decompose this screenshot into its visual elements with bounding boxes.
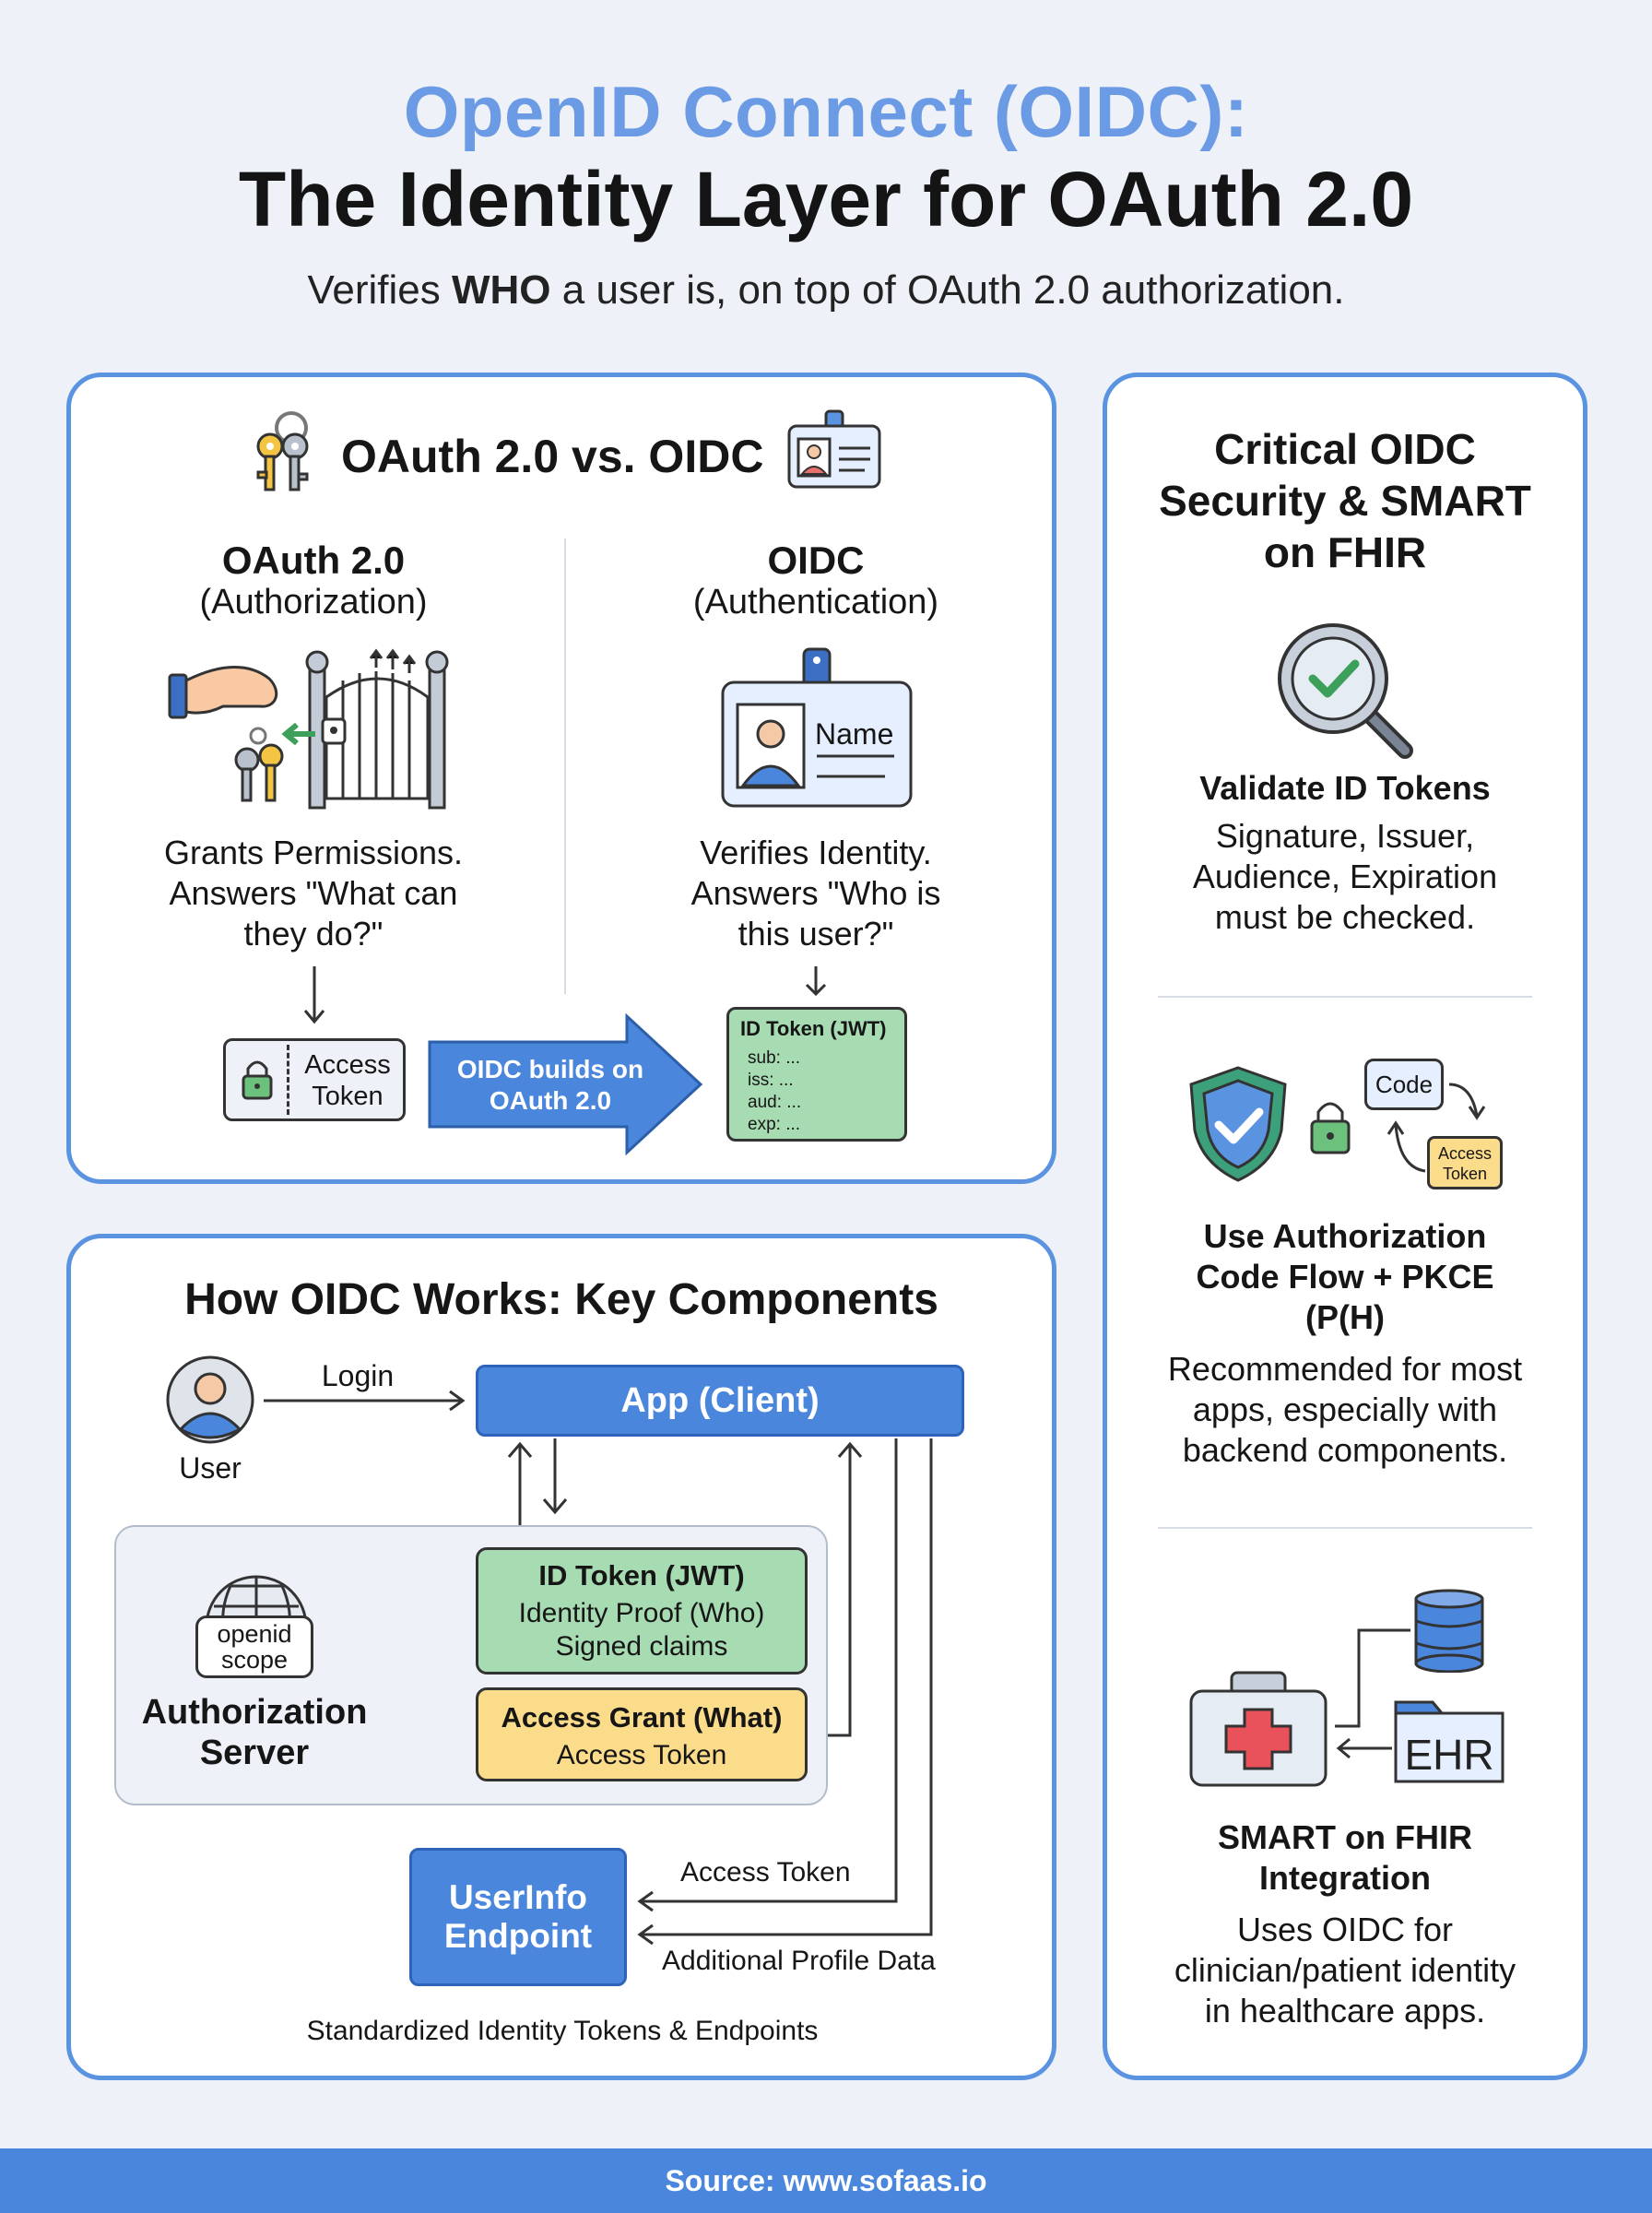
access-grant-desc: Access Token (556, 1740, 727, 1770)
security-item-title: Use Authorization (1203, 1217, 1487, 1255)
database-icon (1414, 1589, 1484, 1673)
lock-icon (1310, 1102, 1351, 1154)
subtitle: Verifies WHO a user is, on top of OAuth … (307, 267, 1345, 313)
oidc-down-arrow (805, 966, 827, 997)
access-token-flow-label: Access Token (680, 1857, 851, 1888)
badge-name-label: Name (815, 717, 894, 751)
userinfo-line-1: UserInfo (448, 1878, 588, 1916)
jwt-claim: iss: ... (748, 1071, 794, 1090)
kit-connectors (1335, 1628, 1410, 1759)
globe-icon (205, 1575, 308, 1627)
builds-on-line-1: OIDC builds on (456, 1055, 644, 1083)
access-grant-title: Access Grant (What) (501, 1701, 783, 1734)
app-client-label: App (Client) (620, 1380, 820, 1420)
security-item-title: Code Flow + PKCE (1196, 1258, 1494, 1296)
scope-line-2: scope (220, 1646, 289, 1674)
security-title-3: on FHIR (1263, 528, 1427, 576)
security-title-1: Critical OIDC (1214, 425, 1476, 473)
access-chip-line-1: Access (1437, 1144, 1493, 1163)
oidc-desc-2: Answers "Who is (690, 874, 941, 912)
lock-icon (242, 1060, 273, 1100)
code-chip: Code (1364, 1059, 1444, 1110)
id-token-desc-1: Identity Proof (Who) (518, 1598, 765, 1628)
userinfo-line-2: Endpoint (443, 1917, 593, 1955)
id-token-desc-2: Signed claims (555, 1631, 728, 1662)
oidc-heading: OIDC (767, 538, 865, 582)
security-item-desc: clinician/patient identity (1174, 1951, 1516, 1989)
id-badge-large-icon (721, 647, 913, 808)
keys-icon (256, 411, 309, 491)
cycle-arrows-icon (1386, 1083, 1486, 1173)
access-token-chip: Access Token (1427, 1136, 1503, 1189)
oauth-desc-3: they do?" (243, 915, 384, 953)
access-grant-box: Access Grant (What) Access Token (476, 1687, 808, 1781)
oauth-down-arrow (303, 966, 325, 1024)
jwt-title: ID Token (JWT) (740, 1017, 887, 1040)
security-item-desc: apps, especially with (1192, 1391, 1498, 1428)
security-item-desc: Uses OIDC for (1236, 1911, 1454, 1948)
components-title: How OIDC Works: Key Components (184, 1275, 938, 1324)
security-divider (1158, 1527, 1532, 1529)
jwt-claim: aud: ... (748, 1093, 802, 1112)
shield-check-icon (1189, 1066, 1287, 1182)
builds-on-line-2: OAuth 2.0 (489, 1086, 612, 1115)
profile-data-flow-label: Additional Profile Data (662, 1946, 936, 1976)
components-caption: Standardized Identity Tokens & Endpoints (306, 2016, 819, 2046)
builds-on-arrow (428, 1012, 703, 1156)
security-item-desc: backend components. (1182, 1431, 1508, 1469)
user-avatar-icon (166, 1355, 254, 1444)
security-divider (1158, 996, 1532, 998)
security-item-title: Validate ID Tokens (1199, 769, 1491, 807)
access-token-line-2: Token (312, 1082, 384, 1111)
id-badge-icon (787, 409, 881, 489)
auth-server-line-1: Authorization (141, 1693, 368, 1732)
footer-source: Source: www.sofaas.io (0, 2148, 1652, 2213)
login-arrow (264, 1390, 466, 1412)
userinfo-endpoint-box: UserInfo Endpoint (409, 1848, 627, 1986)
app-client-box: App (Client) (476, 1365, 964, 1437)
login-label: Login (321, 1359, 395, 1392)
security-item-desc: Recommended for most (1167, 1350, 1523, 1388)
security-title-2: Security & SMART (1159, 477, 1531, 525)
ehr-label: EHR (1404, 1731, 1494, 1779)
hand-key-gate-icon (168, 648, 449, 810)
title-line-2: The Identity Layer for OAuth 2.0 (238, 156, 1414, 243)
security-item-title: Integration (1259, 1859, 1431, 1897)
medical-kit-icon (1189, 1671, 1328, 1787)
openid-scope-tag: openid scope (195, 1615, 313, 1678)
oidc-subheading: (Authentication) (692, 583, 939, 621)
magnifier-check-icon (1278, 623, 1413, 759)
security-item-desc: Audience, Expiration (1192, 858, 1498, 895)
oauth-desc-2: Answers "What can (169, 874, 458, 912)
security-item-desc: in healthcare apps. (1204, 1992, 1486, 2030)
footer-source-text[interactable]: Source: www.sofaas.io (665, 2163, 987, 2197)
access-token-card: Access Token (223, 1038, 406, 1121)
code-chip-label: Code (1375, 1070, 1434, 1098)
subtitle-bold: WHO (452, 267, 551, 313)
user-label: User (179, 1451, 242, 1485)
scope-line-1: openid (217, 1620, 292, 1648)
security-item-title: (P(H) (1305, 1298, 1385, 1336)
security-item-title: SMART on FHIR (1218, 1818, 1472, 1856)
column-divider (564, 538, 566, 994)
access-chip-line-2: Token (1442, 1165, 1488, 1183)
compare-title: OAuth 2.0 vs. OIDC (341, 431, 764, 482)
folder-icon (1394, 1700, 1504, 1783)
title-line-1: OpenID Connect (OIDC): (403, 71, 1249, 152)
security-item-desc: must be checked. (1214, 898, 1476, 936)
oauth-desc-1: Grants Permissions. (163, 834, 464, 871)
oidc-desc-1: Verifies Identity. (700, 834, 932, 871)
id-token-box: ID Token (JWT) Identity Proof (Who) Sign… (476, 1547, 808, 1675)
id-token-title: ID Token (JWT) (538, 1559, 745, 1592)
auth-server-line-2: Server (199, 1734, 310, 1772)
security-item-desc: Signature, Issuer, (1215, 817, 1475, 855)
oauth-subheading: (Authorization) (199, 583, 428, 621)
jwt-claim: sub: ... (748, 1048, 801, 1068)
id-token-jwt-card: ID Token (JWT) sub: ... iss: ... aud: ..… (726, 1007, 907, 1142)
oidc-desc-3: this user?" (738, 915, 894, 953)
oauth-heading: OAuth 2.0 (221, 538, 406, 582)
jwt-claim: exp: ... (748, 1115, 801, 1134)
access-token-line-1: Access (304, 1050, 391, 1080)
